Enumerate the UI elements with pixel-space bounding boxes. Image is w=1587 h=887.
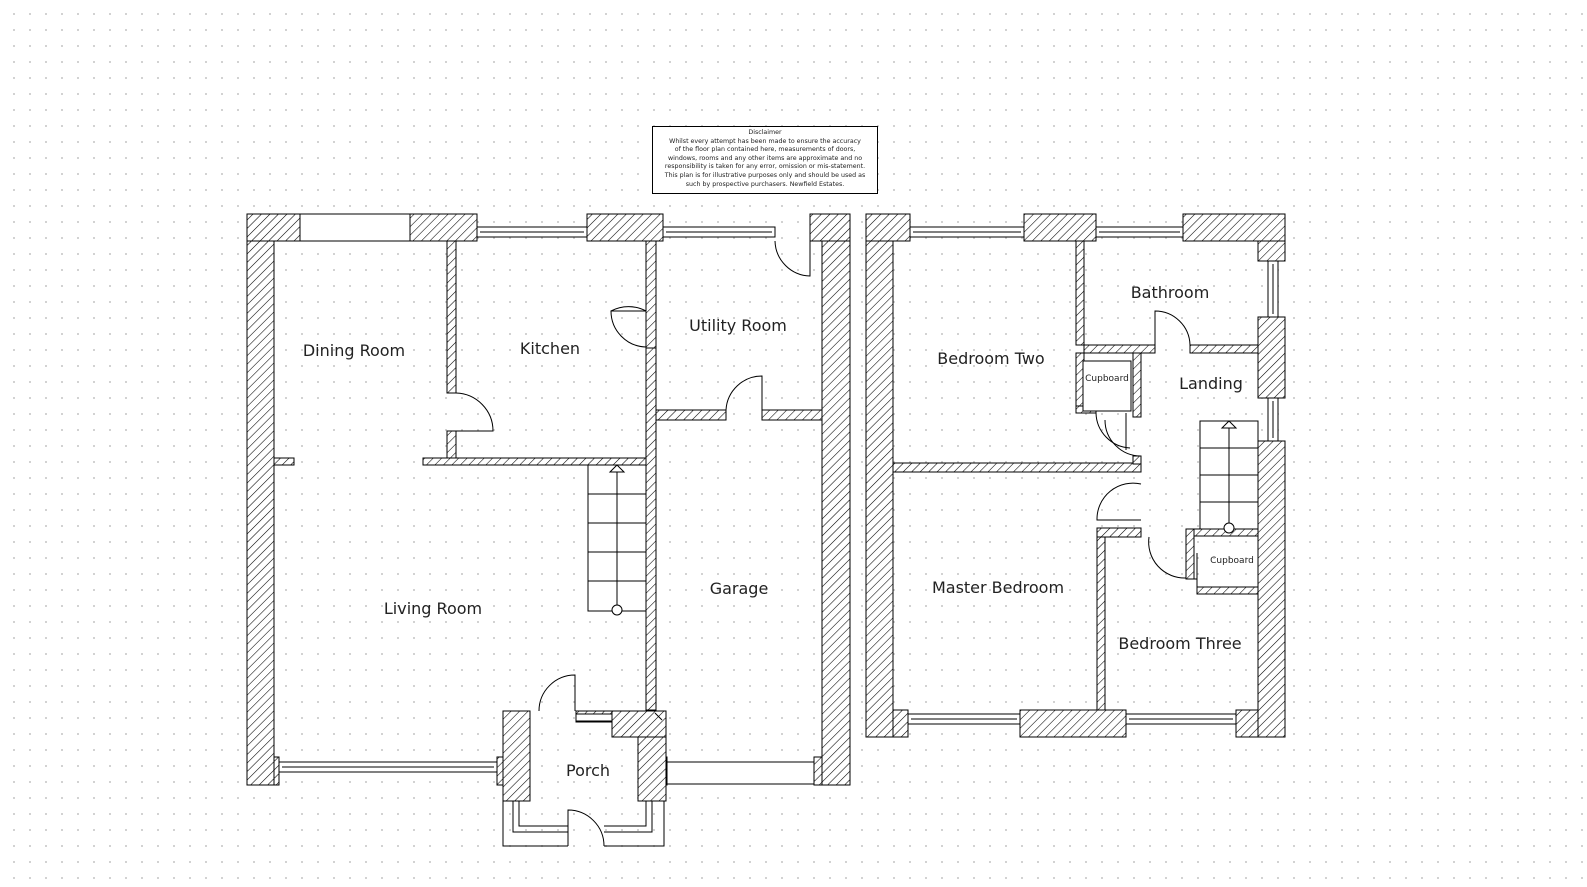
ground-floor-walls: [246, 213, 851, 802]
cupboard-lower-label: Cupboard: [1210, 556, 1254, 566]
disclaimer-line: responsibility is taken for any error, o…: [664, 163, 866, 171]
ground-floor-doors: [455, 240, 811, 847]
bedroom-three-label: Bedroom Three: [1118, 634, 1241, 653]
garage-label: Garage: [710, 579, 769, 598]
kitchen-label: Kitchen: [520, 339, 580, 358]
disclaimer-line: of the floor plan contained here, measur…: [674, 146, 856, 154]
bathroom-label: Bathroom: [1131, 283, 1210, 302]
porch-label: Porch: [566, 761, 610, 780]
utility-room-label: Utility Room: [689, 316, 787, 335]
disclaimer-line: windows, rooms and any other items are a…: [667, 154, 863, 162]
first-floor-windows: [907, 226, 1279, 725]
disclaimer-line: such by prospective purchasers. Newfield…: [685, 180, 845, 188]
disclaimer-line: Whilst every attempt has been made to en…: [669, 137, 861, 145]
bedroom-two-label: Bedroom Two: [937, 349, 1044, 368]
first-floor-stairs: [1199, 420, 1259, 534]
ground-floor-stairs: [587, 464, 647, 616]
landing-label: Landing: [1179, 374, 1243, 393]
cupboard-upper-label: Cupboard: [1085, 374, 1129, 384]
disclaimer-title: Disclaimer: [748, 129, 782, 136]
dining-room-label: Dining Room: [303, 341, 405, 360]
first-floor-doors: [1095, 310, 1198, 587]
ground-floor-windows: [278, 213, 815, 847]
first-floor: Bathroom Bedroom Two Landing Cupboard Cu…: [865, 213, 1286, 738]
disclaimer-line: This plan is for illustrative purposes o…: [664, 171, 866, 179]
ground-floor: Dining Room Kitchen Utility Room Living …: [246, 213, 851, 847]
master-bedroom-label: Master Bedroom: [932, 578, 1064, 597]
first-floor-walls: [865, 213, 1286, 738]
disclaimer-box: Disclaimer Whilst every attempt has been…: [652, 126, 878, 194]
living-room-label: Living Room: [384, 599, 482, 618]
